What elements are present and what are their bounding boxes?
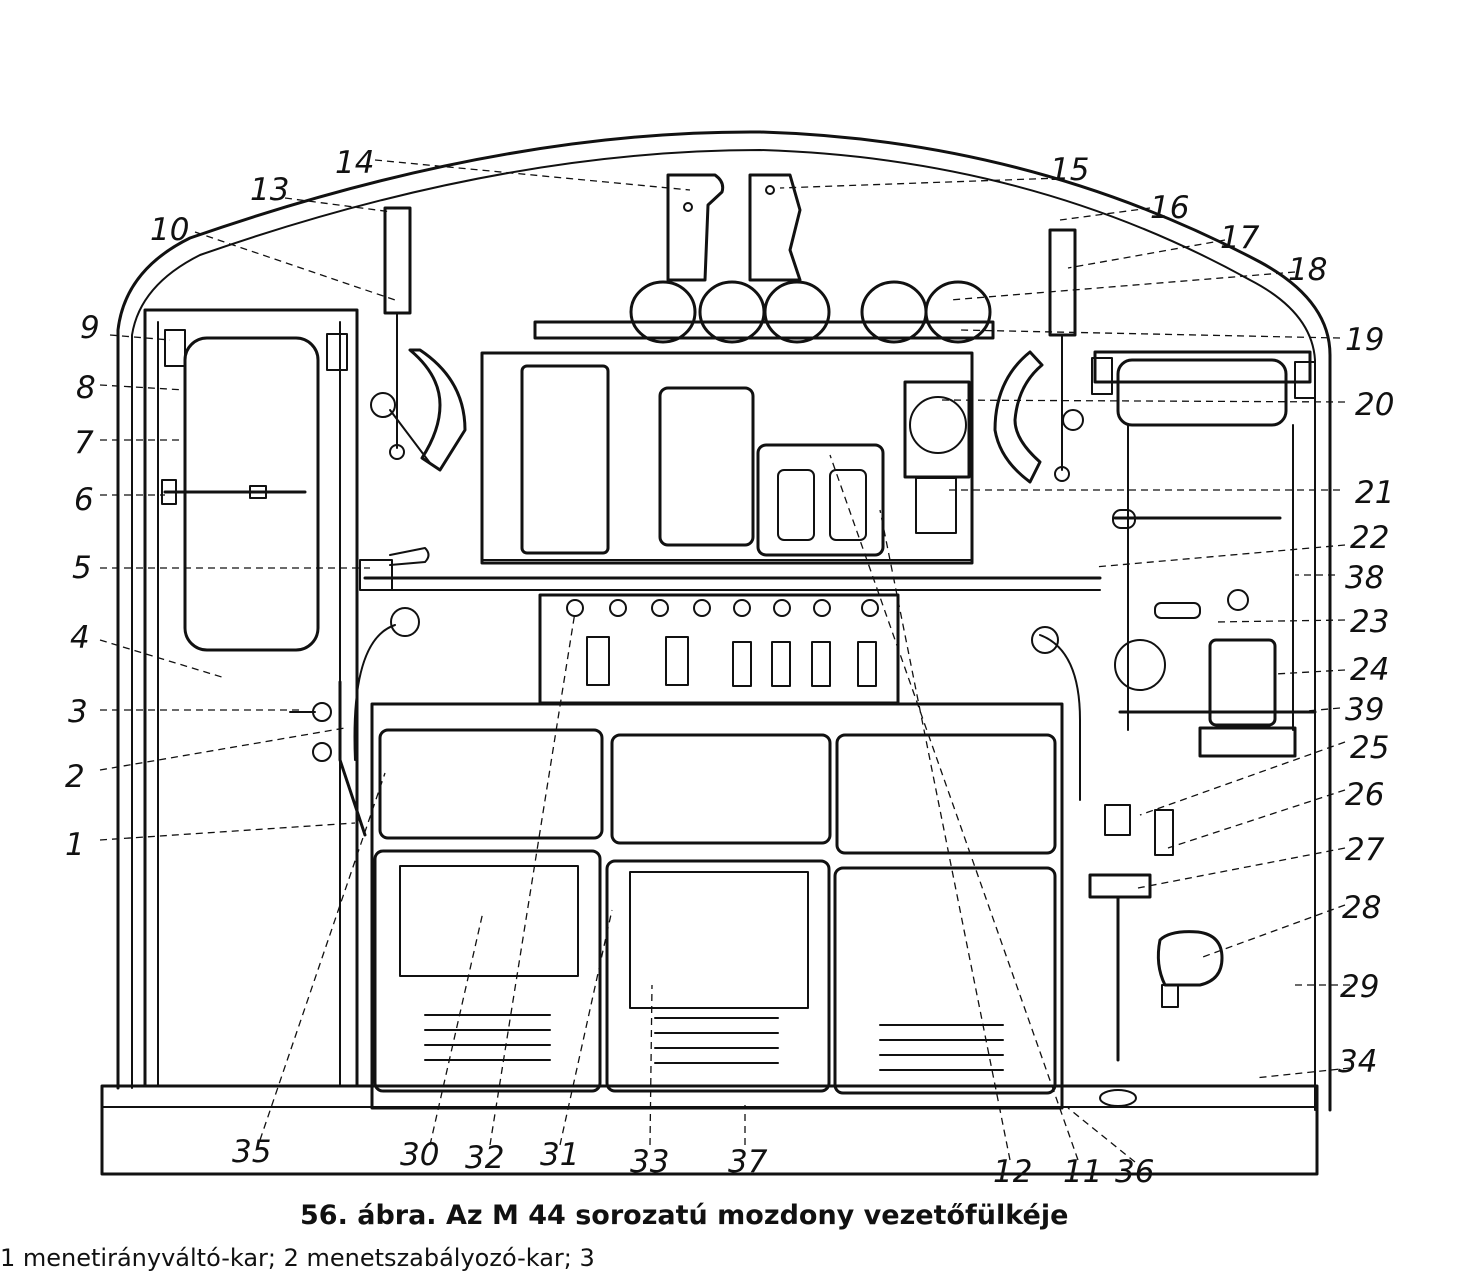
- label-13: 13: [250, 172, 289, 208]
- label-36: 36: [1115, 1154, 1154, 1190]
- label-32: 32: [465, 1140, 504, 1176]
- leader-lines: [99, 159, 1351, 1163]
- label-34: 34: [1338, 1044, 1377, 1080]
- figure-caption: 56. ábra. Az M 44 sorozatú mozdony vezet…: [300, 1200, 1069, 1231]
- right-sector: [993, 350, 1044, 484]
- label-22: 22: [1350, 520, 1389, 556]
- label-7: 7: [74, 425, 94, 461]
- label-21: 21: [1355, 475, 1394, 511]
- right-valves: [1031, 589, 1317, 1107]
- label-19: 19: [1345, 322, 1384, 358]
- label-18: 18: [1288, 252, 1327, 288]
- label-15: 15: [1050, 152, 1089, 188]
- label-3: 3: [68, 694, 88, 730]
- right-window: [1091, 350, 1316, 731]
- label-31: 31: [540, 1137, 579, 1173]
- label-25: 25: [1350, 730, 1389, 766]
- label-37: 37: [728, 1144, 768, 1180]
- gauge-row: [533, 173, 995, 344]
- floor-base: [100, 1084, 1319, 1176]
- callout-labels: 1 2 3 4 5 6 7 8 9 10 11 12 13 14 15 16 1…: [65, 145, 1394, 1190]
- label-1: 1: [65, 827, 85, 863]
- label-39: 39: [1345, 692, 1384, 728]
- label-33: 33: [630, 1144, 669, 1180]
- label-17: 17: [1220, 220, 1260, 256]
- driver-desk: [370, 702, 1064, 1110]
- label-6: 6: [74, 482, 94, 518]
- label-2: 2: [65, 759, 85, 795]
- instrument-strip: [538, 593, 900, 705]
- label-27: 27: [1345, 832, 1385, 868]
- label-26: 26: [1345, 777, 1384, 813]
- label-35: 35: [232, 1134, 271, 1170]
- label-30: 30: [400, 1137, 439, 1173]
- label-24: 24: [1350, 652, 1389, 688]
- label-29: 29: [1340, 969, 1379, 1005]
- label-9: 9: [80, 310, 100, 346]
- upper-panel: [480, 351, 974, 565]
- cab-outline: [116, 130, 1332, 1112]
- label-10: 10: [150, 212, 189, 248]
- label-8: 8: [76, 370, 96, 406]
- label-28: 28: [1342, 890, 1381, 926]
- left-door: [143, 308, 359, 1088]
- label-23: 23: [1350, 604, 1389, 640]
- label-14: 14: [335, 145, 374, 181]
- label-5: 5: [72, 550, 92, 586]
- label-12: 12: [993, 1154, 1032, 1190]
- label-4: 4: [70, 620, 90, 656]
- left-sector: [408, 348, 467, 472]
- legend-fragment: 1 menetirányváltó-kar; 2 menetszabályozó…: [0, 1244, 595, 1272]
- label-11: 11: [1063, 1154, 1102, 1190]
- label-38: 38: [1345, 560, 1384, 596]
- label-16: 16: [1150, 190, 1189, 226]
- label-20: 20: [1355, 387, 1394, 423]
